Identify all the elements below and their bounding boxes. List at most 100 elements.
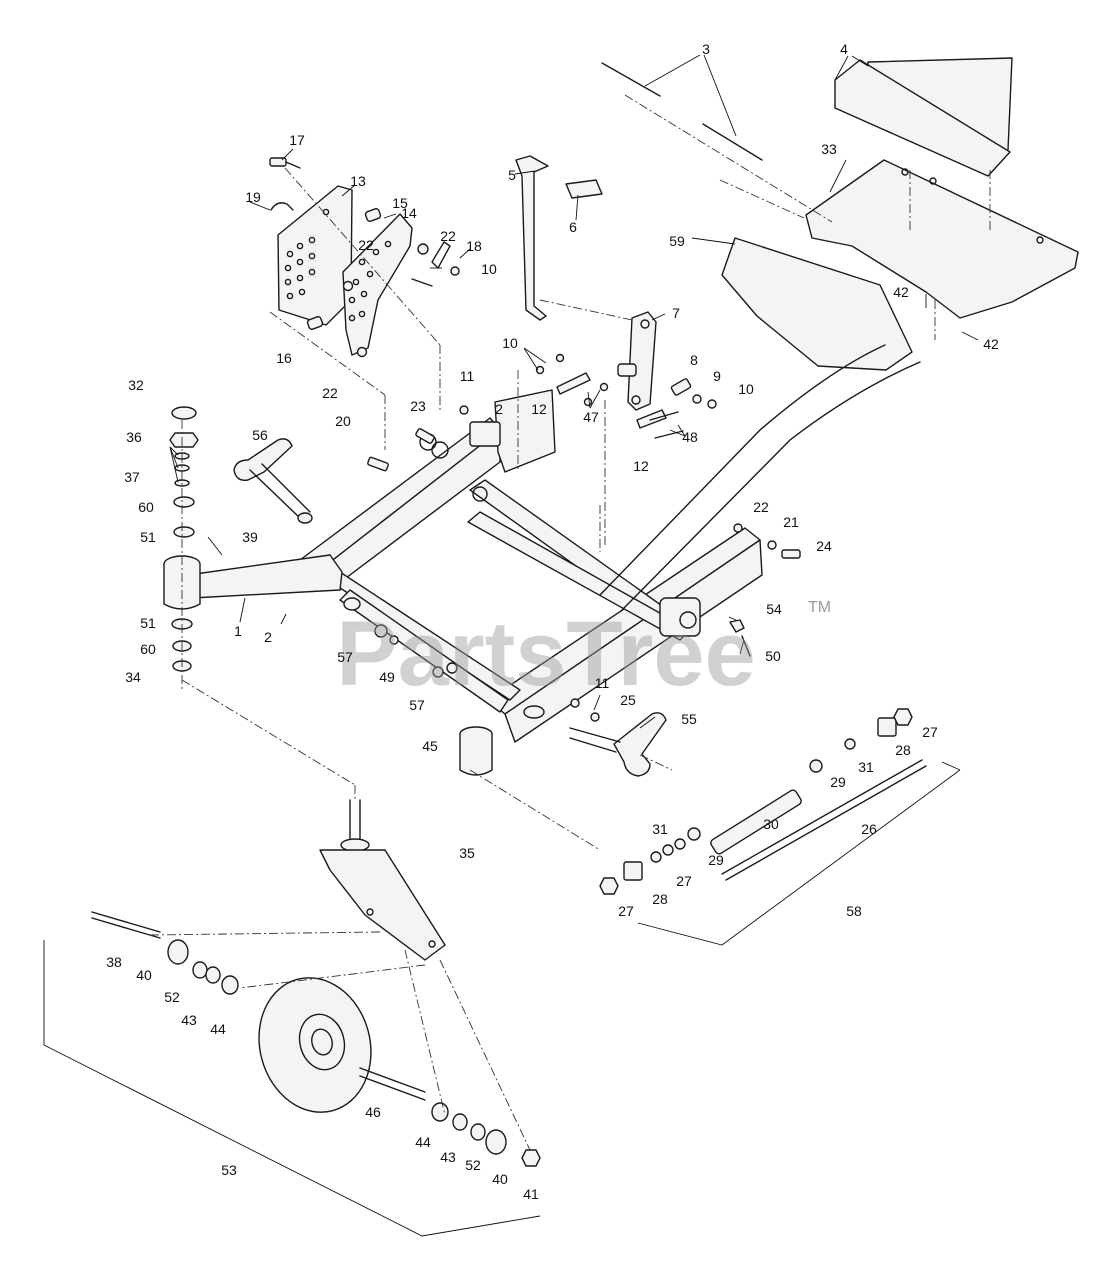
callout-38: 38 — [106, 954, 122, 970]
callout-16: 16 — [276, 350, 292, 366]
callout-23: 23 — [410, 398, 426, 414]
callout-44: 44 — [415, 1134, 431, 1150]
callout-35: 35 — [459, 845, 475, 861]
callout-12: 12 — [531, 401, 547, 417]
callout-31: 31 — [858, 759, 874, 775]
callout-22: 22 — [322, 385, 338, 401]
callout-2: 2 — [495, 401, 503, 417]
callout-28: 28 — [652, 891, 668, 907]
callout-60: 60 — [138, 499, 154, 515]
callout-45: 45 — [422, 738, 438, 754]
callout-20: 20 — [335, 413, 351, 429]
callout-55: 55 — [681, 711, 697, 727]
callout-25: 25 — [620, 692, 636, 708]
callout-12: 12 — [633, 458, 649, 474]
group-brackets — [43, 761, 961, 1237]
callout-11: 11 — [595, 675, 610, 691]
floor-pan-4 — [834, 57, 1013, 177]
callout-27: 27 — [676, 873, 692, 889]
height-plate-14 — [342, 213, 413, 356]
callout-18: 18 — [466, 238, 482, 254]
foot-plate-33 — [805, 159, 1079, 319]
callout-31: 31 — [652, 821, 668, 837]
callout-8: 8 — [690, 352, 698, 368]
misc-hardware — [367, 405, 801, 722]
callout-36: 36 — [126, 429, 142, 445]
callout-34: 34 — [125, 669, 141, 685]
callout-43: 43 — [440, 1149, 456, 1165]
callout-46: 46 — [365, 1104, 381, 1120]
callout-11: 11 — [460, 368, 475, 384]
callout-24: 24 — [816, 538, 832, 554]
callout-57: 57 — [337, 649, 353, 665]
callout-42: 42 — [983, 336, 999, 352]
callout-19: 19 — [245, 189, 261, 205]
callout-14: 14 — [401, 205, 417, 221]
rod-assembly-58 — [599, 708, 927, 895]
strip-3 — [601, 62, 763, 161]
wheel-hardware — [91, 911, 541, 1167]
caster-arm-1 — [163, 554, 343, 610]
callout-21: 21 — [783, 514, 799, 530]
watermark-text: PartsTree — [336, 603, 755, 705]
callout-47: 47 — [583, 409, 599, 425]
caster-fork-35 — [319, 799, 446, 961]
bellcrank-55 — [569, 712, 667, 777]
caster-wheel — [258, 977, 372, 1113]
bellcrank-56 — [233, 438, 313, 524]
callout-28: 28 — [895, 742, 911, 758]
callout-22: 22 — [753, 499, 769, 515]
callout-10: 10 — [481, 261, 497, 277]
callout-42: 42 — [893, 284, 909, 300]
callout-41: 41 — [523, 1186, 539, 1202]
small-hardware-upper-left — [269, 157, 460, 358]
callout-51: 51 — [140, 529, 156, 545]
assembly-guide-lines — [149, 94, 991, 1151]
lever-hardware — [535, 353, 717, 439]
callout-40: 40 — [492, 1171, 508, 1187]
callout-33: 33 — [821, 141, 837, 157]
callout-7: 7 — [672, 305, 680, 321]
callout-43: 43 — [181, 1012, 197, 1028]
callout-10: 10 — [502, 335, 518, 351]
shield-59 — [721, 237, 913, 371]
callout-57: 57 — [409, 697, 425, 713]
callout-labels: 1 2 2 3 4 5 6 7 8 9 10 10 10 11 11 12 12… — [106, 41, 999, 1202]
callout-53: 53 — [221, 1162, 237, 1178]
callout-39: 39 — [242, 529, 258, 545]
callout-27: 27 — [922, 724, 938, 740]
callout-59: 59 — [669, 233, 685, 249]
main-frame — [279, 344, 921, 776]
callout-51: 51 — [140, 615, 156, 631]
callout-1: 1 — [234, 623, 242, 639]
callout-22: 22 — [358, 237, 374, 253]
callout-30: 30 — [763, 816, 779, 832]
partstree-watermark: PartsTree TM — [336, 599, 831, 705]
callout-49: 49 — [379, 669, 395, 685]
callout-5: 5 — [508, 167, 516, 183]
callout-52: 52 — [465, 1157, 481, 1173]
leader-lines — [169, 54, 979, 729]
callout-13: 13 — [350, 173, 366, 189]
callout-44: 44 — [210, 1021, 226, 1037]
callout-10: 10 — [738, 381, 754, 397]
callout-37: 37 — [124, 469, 140, 485]
callout-9: 9 — [713, 368, 721, 384]
callout-17: 17 — [289, 132, 305, 148]
callout-2: 2 — [264, 629, 272, 645]
callout-15: 15 — [392, 195, 408, 211]
callout-54: 54 — [766, 601, 782, 617]
callout-26: 26 — [861, 821, 877, 837]
callout-40: 40 — [136, 967, 152, 983]
callout-50: 50 — [765, 648, 781, 664]
callout-29: 29 — [830, 774, 846, 790]
callout-56: 56 — [252, 427, 268, 443]
callout-60: 60 — [140, 641, 156, 657]
callout-48: 48 — [682, 429, 698, 445]
lever-arm-7 — [617, 311, 657, 411]
callout-3: 3 — [702, 41, 710, 57]
callout-22: 22 — [440, 228, 456, 244]
callout-6: 6 — [569, 219, 577, 235]
